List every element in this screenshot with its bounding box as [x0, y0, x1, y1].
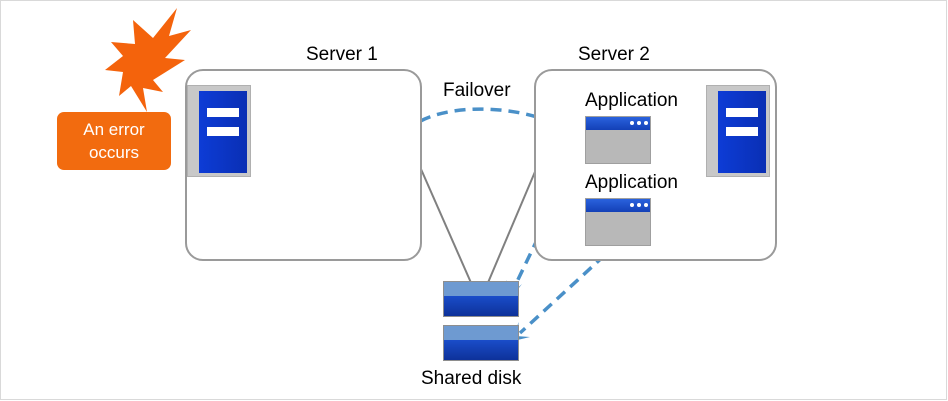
disk-body: [444, 296, 518, 316]
window-button-icon: [630, 121, 634, 125]
disk-band: [444, 282, 518, 296]
failover-label: Failover: [443, 80, 511, 101]
shared-disk-label: Shared disk: [421, 368, 522, 389]
server-2-machine-icon: [706, 85, 770, 177]
application-2-label: Application: [585, 172, 678, 193]
server-1-machine-icon: [187, 85, 251, 177]
disk-band: [444, 326, 518, 340]
application-1-label: Application: [585, 90, 678, 111]
window-titlebar: [586, 199, 650, 212]
disk-body: [444, 340, 518, 360]
machine-slot: [207, 127, 239, 136]
error-message-box: An error occurs: [57, 112, 171, 170]
server-1-title: Server 1: [306, 44, 378, 65]
shared-disk-platter-bottom: [443, 325, 519, 361]
window-button-icon: [637, 121, 641, 125]
machine-face: [718, 91, 766, 173]
machine-slot: [726, 108, 758, 117]
server-2-title: Server 2: [578, 44, 650, 65]
error-message-line2: occurs: [88, 143, 140, 162]
error-burst-icon: [105, 8, 191, 112]
window-button-icon: [630, 203, 634, 207]
window-button-icon: [644, 203, 648, 207]
error-message-line1: An error: [83, 120, 145, 139]
window-button-icon: [644, 121, 648, 125]
window-titlebar: [586, 117, 650, 130]
shared-disk-platter-top: [443, 281, 519, 317]
machine-slot: [207, 108, 239, 117]
application-2-window-icon: [585, 198, 651, 246]
application-1-window-icon: [585, 116, 651, 164]
machine-face: [199, 91, 247, 173]
window-button-icon: [637, 203, 641, 207]
machine-slot: [726, 127, 758, 136]
